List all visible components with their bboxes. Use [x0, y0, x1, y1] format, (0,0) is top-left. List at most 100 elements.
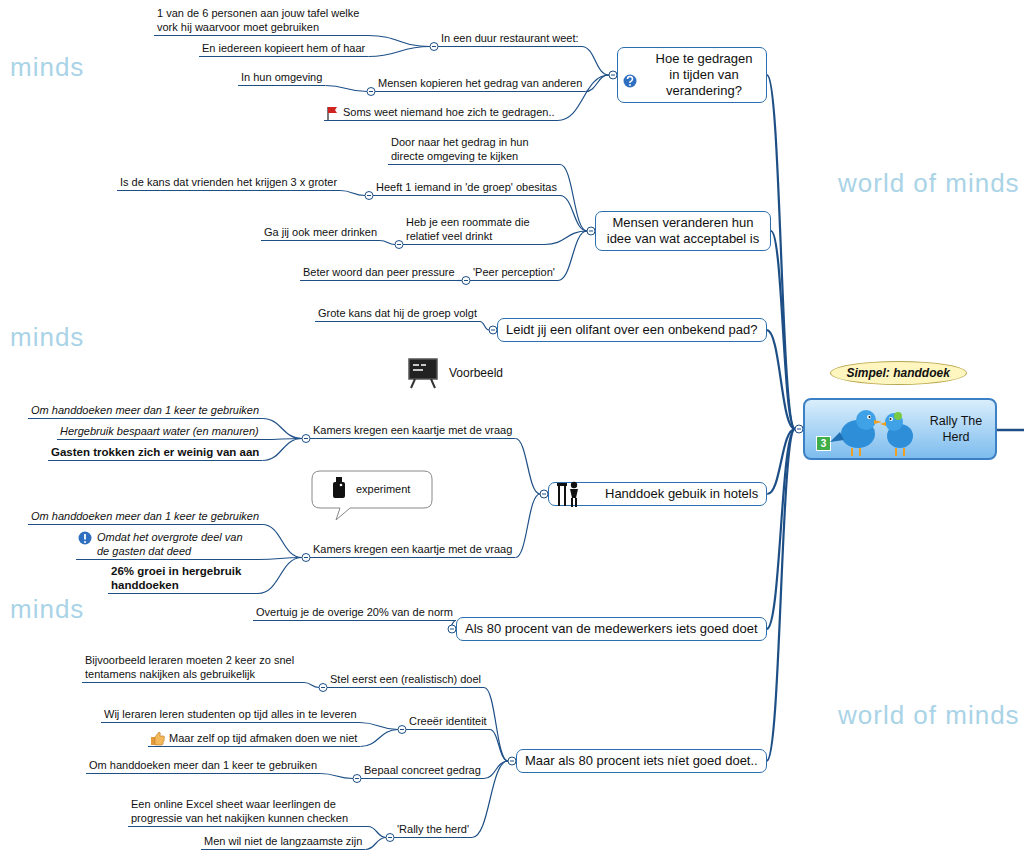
topic-text: Wij leraren leren studenten op tijd alle… [104, 707, 357, 721]
subtopic: Beter woord dan peer pressure [300, 265, 458, 281]
subtopic: Ga jij ook meer drinken [261, 225, 380, 241]
topic-text: Een online Excel sheet waar leerlingen d… [131, 797, 365, 825]
collapse-knob [430, 43, 438, 51]
topic-text: Overtuig je de overige 20% van de norm [256, 605, 453, 619]
collapse-knob [508, 757, 516, 765]
topic-text: Beter woord dan peer pressure [303, 265, 455, 279]
branch-connector [560, 196, 587, 232]
collapse-knob [462, 277, 470, 285]
branch-connector [515, 439, 540, 495]
watermark: world of minds [838, 168, 1020, 199]
branch-connector [365, 838, 386, 850]
main-topic-box: Leidt jij een olifant over een onbekend … [497, 318, 767, 342]
question-icon [624, 75, 637, 88]
branch-connector [560, 165, 587, 232]
subtopic: 26% groei in hergebruik handdoeken [108, 564, 258, 594]
topic-text: Om handdoeken meer dan 1 keer te gebruik… [31, 509, 259, 523]
topic-text: 'Peer perception' [473, 265, 555, 279]
topic-text: Kamers kregen een kaartje met de vraag [313, 423, 512, 437]
branch-connector [380, 241, 395, 245]
chalkboard-icon [409, 359, 437, 388]
watermark: world of minds [838, 700, 1020, 731]
topic-text: Bepaal concreet gedrag [364, 763, 481, 777]
subtopic: Grote kans dat hij de groep volgt [315, 306, 480, 322]
collapse-knob [302, 554, 310, 562]
topic-text: Grote kans dat hij de groep volgt [318, 306, 477, 320]
branch-connector [262, 439, 302, 461]
topic-text: Men wil niet de langzaamste zijn [204, 834, 362, 848]
subtopic: 1 van de 6 personen aan jouw tafel welke… [154, 6, 368, 36]
subtopic: Soms weet niemand hoe zich te gedragen.. [324, 105, 558, 121]
branch-connector [262, 419, 302, 439]
topic-text: 'Rally the herd' [397, 822, 469, 836]
subtopic: Een online Excel sheet waar leerlingen d… [128, 797, 368, 827]
subtopic: Kamers kregen een kaartje met de vraag [310, 423, 515, 439]
main-topic-box: Hoe te gedragen in tijden van veranderin… [617, 47, 767, 103]
subtopic: Hergebruik bespaart water (en manuren) [57, 424, 262, 440]
branch-connector [458, 280, 462, 281]
topic-text: Om handdoeken meer dan 1 keer te gebruik… [31, 403, 259, 417]
topic-text: Maar zelf op tijd afmaken doen we niet [169, 731, 357, 745]
topic-text: Simpel: handdoek [847, 366, 950, 380]
topic-text: Kamers kregen een kaartje met de vraag [313, 542, 512, 556]
branch-connector [515, 494, 540, 558]
branch-connector [558, 231, 587, 281]
topic-text: Mensen kopieren het gedrag van anderen [378, 76, 582, 90]
collapse-knob [448, 625, 456, 633]
experiment-label: experiment [356, 483, 410, 495]
topic-text: Om handdoeken meer dan 1 keer te gebruik… [89, 758, 317, 772]
topic-text: Als 80 procent van de medewerkers iets g… [465, 621, 758, 637]
branch-connector [258, 558, 302, 594]
collapse-knob [319, 684, 327, 692]
branch-connector [368, 827, 386, 838]
collapse-knob [353, 775, 361, 783]
main-topic-box: Maar als 80 procent iets níet goed doet.… [516, 749, 767, 773]
exclamation-icon [79, 532, 92, 545]
branch-connector [767, 75, 795, 429]
collapse-knob [302, 435, 310, 443]
collapse-knob [540, 490, 548, 498]
subtopic: In hun omgeving [238, 70, 325, 86]
watermark: minds [10, 594, 84, 625]
subtopic: Bepaal concreet gedrag [361, 763, 484, 779]
branch-connector [490, 730, 508, 762]
watermark: minds [10, 52, 84, 83]
topic-text: En iedereen kopieert hem of haar [202, 41, 365, 55]
branch-connector [262, 525, 302, 558]
topic-text: Stel eerst een (realistisch) doel [330, 672, 481, 686]
topic-text: Hoe te gedragen in tijden van veranderin… [650, 51, 758, 99]
subtopic: Omdat het overgrote deel van de gasten d… [76, 530, 258, 560]
callout-bubble: Simpel: handdoek [830, 361, 967, 385]
collapse-knob [386, 834, 394, 842]
branch-connector [767, 330, 795, 429]
subtopic: In een duur restaurant weet: [438, 31, 582, 47]
branch-connector [368, 47, 430, 57]
subtopic: Door naar het gedrag in hun directe omge… [388, 135, 560, 165]
topic-text: In hun omgeving [241, 70, 322, 84]
subtopic: Bijvoorbeeld leraren moeten 2 keer zo sn… [82, 653, 304, 683]
topic-text: In een duur restaurant weet: [441, 31, 579, 45]
topic-text: Is de kans dat vrienden het krijgen 3 x … [120, 175, 337, 189]
topic-text: Bijvoorbeeld leraren moeten 2 keer zo sn… [85, 653, 301, 681]
subtopic: Men wil niet de langzaamste zijn [201, 834, 365, 850]
subtopic: Om handdoeken meer dan 1 keer te gebruik… [28, 509, 262, 525]
subtopic: Om handdoeken meer dan 1 keer te gebruik… [28, 403, 262, 419]
collapse-knob [398, 726, 406, 734]
outgoing-branch [997, 429, 1024, 432]
collapse-knob [609, 71, 617, 79]
priority-badge: 3 [816, 436, 831, 451]
collapse-knob [395, 241, 403, 249]
subtopic: 'Rally the herd' [394, 822, 472, 838]
topic-text: Mensen veranderen hun idee van wat accep… [604, 215, 762, 247]
branch-connector [304, 683, 319, 688]
collapse-knob [795, 425, 803, 433]
topic-text: 1 van de 6 personen aan jouw tafel welke… [157, 6, 365, 34]
topic-text: Heb je een roommate die relatief veel dr… [406, 215, 542, 243]
central-topic: Rally The Herd [803, 398, 997, 460]
collapse-knob [489, 326, 497, 334]
subtopic: Maar zelf op tijd afmaken doen we niet [148, 731, 360, 747]
branch-connector [340, 191, 365, 196]
subtopic: Overtuig je de overige 20% van de norm [253, 605, 456, 621]
subtopic: Is de kans dat vrienden het krijgen 3 x … [117, 175, 340, 191]
